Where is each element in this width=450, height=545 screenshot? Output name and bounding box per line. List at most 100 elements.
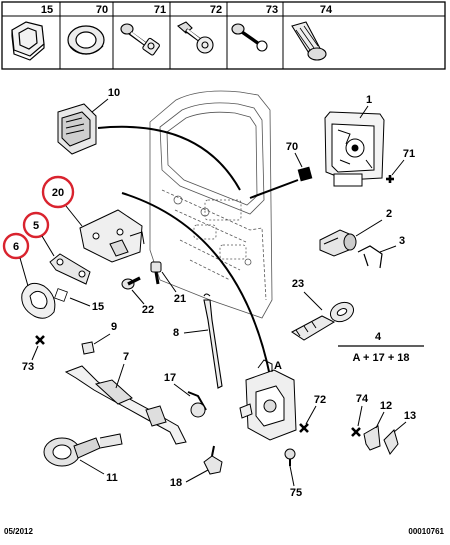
- callout-1: 1: [366, 94, 372, 106]
- part-75-screw: [284, 448, 296, 466]
- part-22-screw: [121, 276, 141, 290]
- diagram-code: 00010761: [408, 527, 444, 536]
- leader-23: [303, 291, 323, 311]
- flange-bolt-icon: [177, 21, 214, 54]
- legend-ref-15: 15: [41, 4, 53, 16]
- callout-70: 70: [286, 141, 298, 153]
- part-12-bracket: [363, 425, 381, 451]
- revision-date: 05/2012: [4, 527, 33, 536]
- part-70-grommet-marker: [297, 166, 313, 182]
- leader-21: [161, 271, 177, 293]
- leader-10: [91, 98, 109, 113]
- leader-2: [355, 219, 383, 237]
- part-13-clip: [383, 429, 399, 455]
- leader-15: [69, 297, 91, 307]
- part-5-rod-link: [49, 253, 91, 285]
- part-73-screw-marker: [35, 335, 45, 345]
- callout-9: 9: [111, 321, 117, 333]
- leader-9: [93, 333, 111, 345]
- leader-71: [391, 159, 405, 176]
- legend-ref-70: 70: [96, 4, 108, 16]
- part-11-inner-handle: [43, 433, 123, 467]
- callout-21: 21: [174, 293, 186, 305]
- leader-13: [393, 421, 407, 433]
- leader-7: [115, 363, 125, 389]
- part-20-bracket: [79, 209, 145, 263]
- leader-12: [375, 411, 385, 429]
- part-15-grommet: [54, 288, 68, 302]
- legend-ref-74: 74: [320, 4, 333, 16]
- part-6-clip: [21, 282, 56, 319]
- part-9-clip: [81, 341, 95, 355]
- leader-1: [359, 105, 369, 119]
- callout-73: 73: [22, 361, 34, 373]
- leader-73: [31, 345, 39, 361]
- part-1-lock-plate: [324, 111, 385, 187]
- part-2-lock-cylinder: [319, 229, 357, 257]
- callout-20: 20: [52, 187, 64, 199]
- fastener-legend-strip: 15 70 71 72 73 74: [1, 1, 446, 70]
- callout-23: 23: [292, 278, 304, 290]
- bolt-with-nut-icon: [120, 23, 160, 56]
- highlight-ring-6: [2, 232, 30, 260]
- leader-20: [65, 205, 83, 227]
- highlight-ring-5: [22, 211, 50, 239]
- self-tapping-screw-icon: [231, 23, 268, 52]
- callout-22: 22: [142, 304, 154, 316]
- leader-curves: [97, 125, 299, 377]
- part-3-retaining-clip: [357, 245, 383, 269]
- leader-22: [131, 289, 145, 305]
- part-7-cable: [64, 365, 187, 445]
- legend-ref-71: 71: [154, 4, 166, 16]
- part-71-bolt-marker: [386, 175, 394, 183]
- leader-5: [41, 235, 55, 257]
- leader-11: [79, 459, 105, 475]
- leader-3: [379, 245, 397, 253]
- callout-6: 6: [13, 241, 19, 253]
- leader-70: [294, 152, 303, 168]
- kit-contents: A + 17 + 18: [352, 352, 409, 364]
- callout-3: 3: [399, 235, 405, 247]
- part-23-key: [291, 301, 355, 341]
- leader-8: [183, 329, 209, 334]
- callout-18: 18: [170, 477, 182, 489]
- callout-72: 72: [314, 394, 326, 406]
- callout-75: 75: [290, 487, 302, 499]
- part-21-stud: [150, 261, 162, 285]
- callout-11: 11: [106, 472, 118, 484]
- part-4-kit-label: 4 A + 17 + 18: [338, 331, 424, 364]
- door-frame-outline: [149, 90, 273, 319]
- leader-18: [185, 469, 209, 483]
- callout-4: 4: [375, 331, 382, 343]
- leader-17: [173, 383, 191, 397]
- callout-74: 74: [356, 393, 369, 405]
- legend-ref-72: 72: [210, 4, 222, 16]
- callout-2: 2: [386, 208, 392, 220]
- countersunk-screw-icon: [291, 21, 327, 61]
- highlight-ring-20: [41, 175, 75, 209]
- part-17-pin: [187, 391, 207, 418]
- callout-71: 71: [403, 148, 415, 160]
- callout-15: 15: [92, 301, 104, 313]
- callout-8: 8: [173, 327, 179, 339]
- leader-75: [289, 465, 295, 487]
- callout-7: 7: [123, 351, 129, 363]
- oval-grommet-icon: [67, 25, 105, 55]
- leader-72: [305, 405, 317, 425]
- callout-17: 17: [164, 372, 176, 384]
- part-18-pin: [203, 445, 223, 475]
- part-a-lock-body: [239, 359, 297, 441]
- legend-ref-73: 73: [266, 4, 278, 16]
- callout-10: 10: [108, 87, 120, 99]
- leader-74: [357, 405, 363, 427]
- part-10-door-handle: [57, 103, 97, 155]
- part-8-rod: [203, 293, 223, 389]
- part-74-screw-marker: [351, 427, 361, 437]
- callout-12: 12: [380, 400, 392, 412]
- part-72-bolt-marker: [299, 423, 309, 433]
- callout-13: 13: [404, 410, 416, 422]
- grommet-ring-icon: [11, 21, 45, 61]
- callout-5: 5: [33, 220, 39, 232]
- callout-a: A: [274, 360, 282, 372]
